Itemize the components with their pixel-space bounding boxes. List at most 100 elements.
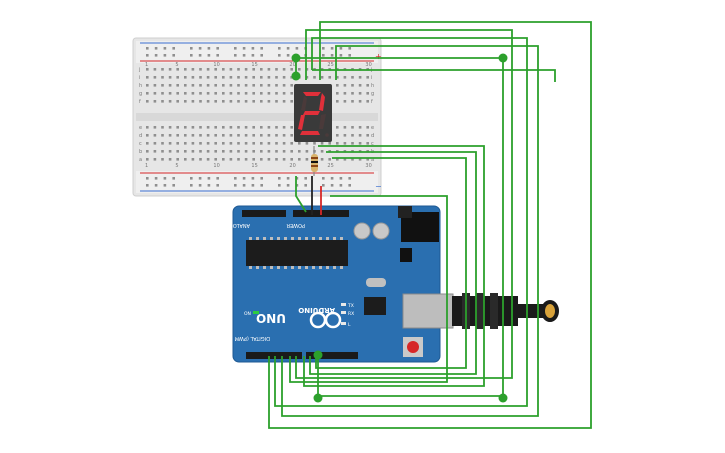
wire-seg-g[interactable] [281, 45, 539, 417]
breadboard-hole[interactable] [282, 100, 286, 103]
breadboard-hole[interactable] [343, 84, 347, 87]
breadboard-hole[interactable] [275, 158, 278, 161]
breadboard-hole[interactable] [267, 126, 271, 129]
breadboard-hole[interactable] [190, 54, 193, 57]
breadboard-hole[interactable] [146, 142, 149, 145]
breadboard-hole[interactable] [214, 68, 217, 71]
breadboard-hole[interactable] [229, 100, 233, 103]
breadboard-hole[interactable] [244, 126, 248, 129]
breadboard-hole[interactable] [339, 184, 343, 187]
breadboard-hole[interactable] [282, 76, 286, 79]
breadboard-hole[interactable] [199, 92, 202, 95]
wires[interactable] [268, 21, 592, 429]
breadboard-hole[interactable] [172, 47, 175, 50]
breadboard-hole[interactable] [168, 76, 172, 79]
breadboard[interactable]: jihgfedcbajihgfedcba11551010151520202525… [132, 37, 382, 197]
breadboard-hole[interactable] [252, 134, 255, 137]
breadboard-hole[interactable] [176, 84, 179, 87]
breadboard-hole[interactable] [358, 126, 362, 129]
breadboard-hole[interactable] [146, 158, 149, 161]
breadboard-hole[interactable] [282, 126, 286, 129]
breadboard-hole[interactable] [290, 92, 293, 95]
breadboard-hole[interactable] [322, 47, 325, 50]
breadboard-hole[interactable] [176, 134, 179, 137]
breadboard-hole[interactable] [305, 142, 309, 145]
breadboard-hole[interactable] [336, 84, 339, 87]
breadboard-hole[interactable] [358, 92, 362, 95]
breadboard-hole[interactable] [184, 100, 187, 103]
breadboard-hole[interactable] [298, 142, 301, 145]
breadboard-hole[interactable] [198, 184, 202, 187]
reset-button[interactable] [407, 341, 419, 353]
breadboard-hole[interactable] [154, 54, 158, 57]
breadboard-hole[interactable] [146, 126, 149, 129]
breadboard-hole[interactable] [222, 76, 225, 79]
breadboard-hole[interactable] [242, 177, 246, 180]
breadboard-hole[interactable] [267, 158, 271, 161]
breadboard-hole[interactable] [328, 158, 331, 161]
breadboard-hole[interactable] [290, 84, 293, 87]
breadboard-hole[interactable] [229, 158, 233, 161]
breadboard-hole[interactable] [176, 150, 179, 153]
breadboard-hole[interactable] [320, 76, 324, 79]
wire-common[interactable] [298, 57, 504, 397]
breadboard-hole[interactable] [339, 54, 343, 57]
breadboard-hole[interactable] [242, 54, 246, 57]
arduino-uno[interactable]: ARDUINO UNO POWER ANALOG IN DIGITAL (PWM… [222, 205, 454, 363]
breadboard-hole[interactable] [161, 76, 164, 79]
breadboard-hole[interactable] [153, 142, 157, 145]
breadboard-hole[interactable] [339, 47, 343, 50]
wire-seg-d[interactable] [309, 151, 477, 375]
breadboard-hole[interactable] [190, 177, 193, 180]
breadboard-hole[interactable] [146, 68, 149, 71]
breadboard-hole[interactable] [168, 92, 172, 95]
breadboard-hole[interactable] [168, 150, 172, 153]
breadboard-hole[interactable] [153, 134, 157, 137]
breadboard-hole[interactable] [146, 76, 149, 79]
breadboard-hole[interactable] [163, 177, 167, 180]
breadboard-hole[interactable] [229, 126, 233, 129]
breadboard-hole[interactable] [191, 134, 195, 137]
breadboard-hole[interactable] [191, 150, 195, 153]
breadboard-hole[interactable] [290, 134, 293, 137]
breadboard-hole[interactable] [191, 126, 195, 129]
breadboard-hole[interactable] [222, 150, 225, 153]
breadboard-hole[interactable] [336, 100, 339, 103]
breadboard-hole[interactable] [206, 68, 210, 71]
breadboard-hole[interactable] [199, 126, 202, 129]
breadboard-hole[interactable] [199, 76, 202, 79]
breadboard-hole[interactable] [207, 177, 211, 180]
breadboard-hole[interactable] [176, 100, 179, 103]
breadboard-hole[interactable] [229, 92, 233, 95]
breadboard-hole[interactable] [330, 54, 334, 57]
breadboard-hole[interactable] [234, 184, 237, 187]
breadboard-hole[interactable] [234, 177, 237, 180]
breadboard-hole[interactable] [214, 92, 217, 95]
breadboard-hole[interactable] [366, 84, 369, 87]
breadboard-hole[interactable] [298, 150, 301, 153]
breadboard-hole[interactable] [252, 76, 255, 79]
breadboard-hole[interactable] [191, 158, 195, 161]
usb-cable[interactable] [452, 293, 559, 329]
breadboard-hole[interactable] [146, 150, 149, 153]
breadboard-hole[interactable] [313, 142, 316, 145]
breadboard-hole[interactable] [366, 76, 369, 79]
breadboard-hole[interactable] [146, 84, 149, 87]
breadboard-hole[interactable] [163, 184, 167, 187]
breadboard-hole[interactable] [237, 142, 240, 145]
breadboard-hole[interactable] [366, 92, 369, 95]
breadboard-hole[interactable] [176, 158, 179, 161]
breadboard-hole[interactable] [146, 177, 149, 180]
breadboard-hole[interactable] [214, 158, 217, 161]
breadboard-hole[interactable] [358, 134, 362, 137]
breadboard-hole[interactable] [290, 150, 293, 153]
breadboard-hole[interactable] [244, 134, 248, 137]
breadboard-hole[interactable] [358, 76, 362, 79]
breadboard-hole[interactable] [244, 150, 248, 153]
breadboard-hole[interactable] [252, 68, 255, 71]
breadboard-hole[interactable] [260, 76, 263, 79]
breadboard-hole[interactable] [286, 47, 290, 50]
breadboard-hole[interactable] [146, 100, 149, 103]
breadboard-hole[interactable] [191, 92, 195, 95]
breadboard-hole[interactable] [206, 76, 210, 79]
